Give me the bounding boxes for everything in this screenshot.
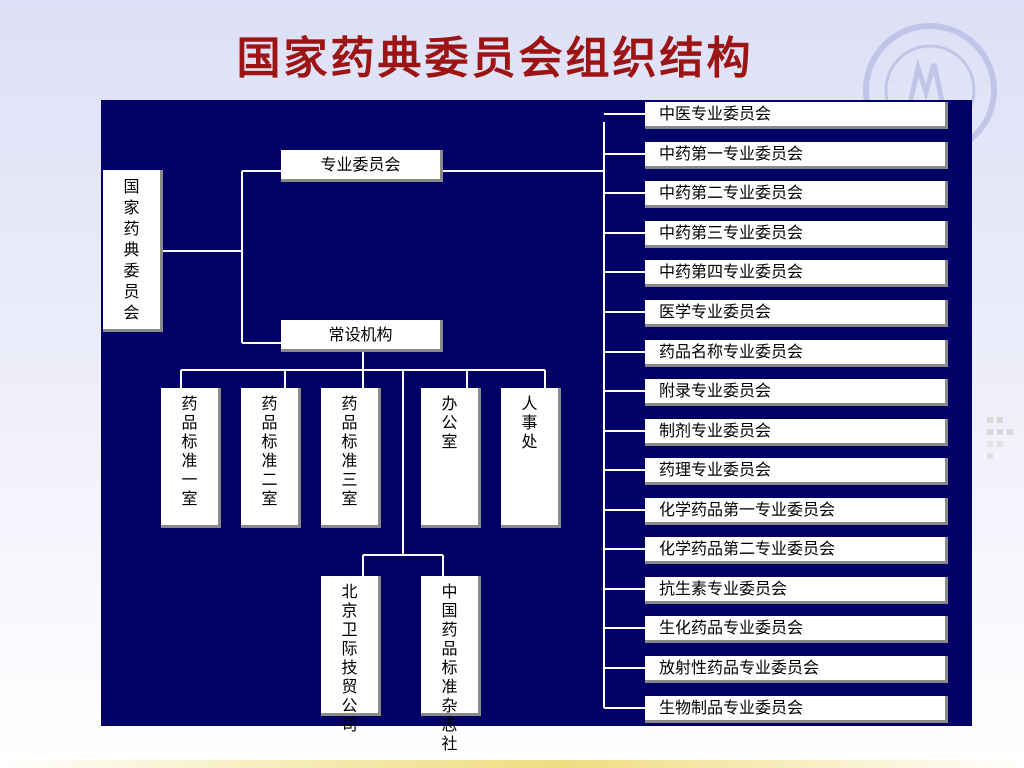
committee-node: 中药第一专业委员会 <box>645 142 948 169</box>
standing-unit-node: 药品标准三室 <box>321 388 381 528</box>
committee-node: 抗生素专业委员会 <box>645 577 948 604</box>
standing-unit-node: 药品标准二室 <box>241 388 301 528</box>
decorative-dots <box>987 417 1013 459</box>
committee-node: 医学专业委员会 <box>645 300 948 327</box>
committee-node: 化学药品第二专业委员会 <box>645 537 948 564</box>
standing-body-node: 常设机构 <box>281 320 443 352</box>
committee-node: 中药第四专业委员会 <box>645 260 948 287</box>
committee-node: 中药第三专业委员会 <box>645 221 948 248</box>
committee-node: 生物制品专业委员会 <box>645 696 948 723</box>
committee-node: 中药第二专业委员会 <box>645 181 948 208</box>
root-node: 国家药典委员会 <box>103 170 163 332</box>
bottom-decorative-bar <box>0 760 1024 768</box>
standing-unit-node: 人事处 <box>501 388 561 528</box>
affiliate-node: 北京卫际技贸公司 <box>321 576 381 734</box>
committee-node: 化学药品第一专业委员会 <box>645 498 948 525</box>
committee-node: 放射性药品专业委员会 <box>645 656 948 683</box>
standing-unit-node: 办公室 <box>421 388 481 528</box>
committee-node: 药理专业委员会 <box>645 458 948 485</box>
professional-committees-node: 专业委员会 <box>281 150 443 182</box>
connector-lines <box>163 113 645 709</box>
committee-node: 中医专业委员会 <box>645 102 948 129</box>
committee-node: 生化药品专业委员会 <box>645 616 948 643</box>
committee-node: 药品名称专业委员会 <box>645 340 948 367</box>
committee-node: 制剂专业委员会 <box>645 419 948 446</box>
standing-unit-node: 药品标准一室 <box>161 388 221 528</box>
slide-title: 国家药典委员会组织结构 <box>236 33 754 84</box>
committee-node: 附录专业委员会 <box>645 379 948 406</box>
org-chart: 国家药典委员会 专业委员会 常设机构 药品标准一室 药品标准二室 药品标准三室 … <box>101 100 972 753</box>
affiliate-node: 中国药品标准杂志社 <box>421 576 481 753</box>
